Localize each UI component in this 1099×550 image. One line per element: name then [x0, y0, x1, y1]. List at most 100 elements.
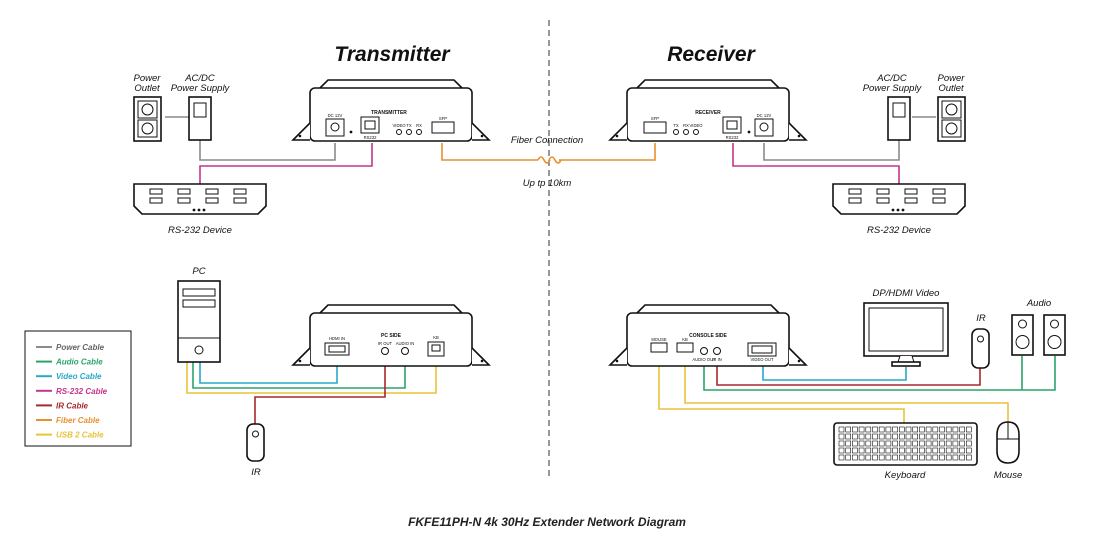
keyboard-key — [925, 433, 932, 440]
rx-rs232-label: RS232 — [726, 135, 739, 140]
ir-label-tx: IR — [251, 467, 261, 478]
keyboard-key — [852, 440, 858, 447]
keyboard-key — [858, 454, 865, 461]
legend-box — [24, 330, 132, 447]
keyboard-key — [878, 426, 885, 433]
rx-video-label: VIDEO — [689, 123, 703, 128]
fiber-distance-label: Up tp 10km — [523, 178, 572, 189]
keyboard-key — [845, 454, 852, 461]
keyboard-key — [945, 426, 952, 433]
keyboard-key — [892, 440, 898, 447]
keyboard-key — [925, 454, 932, 461]
rx-rx-label: RX — [683, 123, 689, 128]
pc-side-unit — [291, 304, 491, 367]
keyboard-key — [892, 447, 898, 454]
tx-sfp-label: SFP — [439, 116, 447, 121]
keyboard-key — [898, 454, 905, 461]
keyboard-key — [878, 454, 885, 461]
legend-label: Video Cable — [56, 372, 102, 381]
video-cable-rx — [762, 359, 907, 381]
keyboard-key — [852, 454, 858, 461]
keyboard-key — [885, 426, 892, 433]
keyboard-key — [952, 426, 959, 433]
rs232-cable-tx — [199, 143, 373, 185]
keyboard-key — [838, 447, 845, 454]
keyboard-key — [905, 440, 912, 447]
keyboard-key — [939, 440, 945, 447]
keyboard-key — [965, 433, 972, 440]
keyboard-key — [852, 447, 858, 454]
console-side-label: CONSOLE SIDE — [689, 333, 727, 339]
pc-hdmi-in-label: HDMI IN — [329, 336, 345, 341]
ir-sensor-tx — [246, 423, 265, 462]
legend-label: Audio Cable — [55, 358, 103, 367]
console-kb-label: KB — [682, 337, 688, 342]
tx-tx-label: TX — [406, 123, 412, 128]
tx-rs232-label: RS232 — [364, 135, 377, 140]
keyboard-key — [945, 447, 952, 454]
receiver-unit — [608, 79, 808, 142]
keyboard-key — [912, 447, 919, 454]
legend-label: Power Cable — [56, 343, 105, 352]
power-cable-tx — [199, 140, 336, 161]
keyboard-key — [959, 440, 965, 447]
keyboard-key — [932, 426, 939, 433]
rs232-cable-rx — [732, 143, 900, 185]
keyboard-key — [945, 440, 952, 447]
usb-cable-tx — [186, 359, 437, 394]
rs232-device-tx — [133, 183, 267, 215]
diagram-caption: FKFE11PH-N 4k 30Hz Extender Network Diag… — [408, 515, 686, 529]
legend-label: USB 2 Cable — [56, 431, 104, 440]
keyboard-key — [838, 426, 845, 433]
rs232-device-label-rx: RS-232 Device — [867, 225, 931, 236]
audio-cable-tx — [192, 357, 406, 389]
keyboard-key — [872, 447, 878, 454]
pc-kb-label: KB — [433, 335, 439, 340]
keyboard-key — [965, 447, 972, 454]
keyboard-key — [878, 440, 885, 447]
tx-rx-label: RX — [416, 123, 422, 128]
keyboard-key — [885, 440, 892, 447]
fiber-cable-tx — [441, 143, 538, 161]
keyboard-key — [858, 447, 865, 454]
legend-label: Fiber Cable — [56, 416, 100, 425]
tx-video-label: VIDEO — [392, 123, 406, 128]
keyboard-key — [865, 426, 872, 433]
keyboard-key — [865, 440, 872, 447]
keyboard-key — [898, 426, 905, 433]
transmitter-title: Transmitter — [334, 43, 451, 66]
keyboard-key — [945, 454, 952, 461]
pc-audio-in-label: AUDIO IN — [396, 341, 415, 346]
dp-hdmi-video-label: DP/HDMI Video — [873, 288, 940, 299]
console-ir-in-label: IR IN — [712, 357, 722, 362]
keyboard-key — [838, 454, 845, 461]
keyboard-key — [925, 426, 932, 433]
keyboard-key — [892, 426, 898, 433]
keyboard-key — [872, 440, 878, 447]
ir-cable-tx — [254, 357, 386, 424]
keyboard-key — [898, 447, 905, 454]
keyboard-key — [858, 440, 865, 447]
keyboard-key — [945, 433, 952, 440]
keyboard-key — [872, 454, 878, 461]
keyboard-key — [912, 454, 919, 461]
keyboard-key — [965, 454, 972, 461]
keyboard-key — [872, 426, 878, 433]
keyboard-key — [952, 447, 959, 454]
keyboard-key — [919, 440, 925, 447]
rx-dc12v-label: DC 12V — [757, 113, 772, 118]
console-video-out-label: VIDEO OUT — [750, 357, 773, 362]
keyboard-key — [919, 433, 925, 440]
keyboard-key — [959, 447, 965, 454]
speaker-right — [1043, 314, 1066, 356]
keyboard-key — [838, 433, 845, 440]
receiver-label: RECEIVER — [695, 110, 721, 116]
keyboard-key — [885, 454, 892, 461]
transmitter-unit — [291, 79, 491, 142]
keyboard-label: Keyboard — [885, 470, 926, 481]
keyboard-key — [905, 433, 912, 440]
